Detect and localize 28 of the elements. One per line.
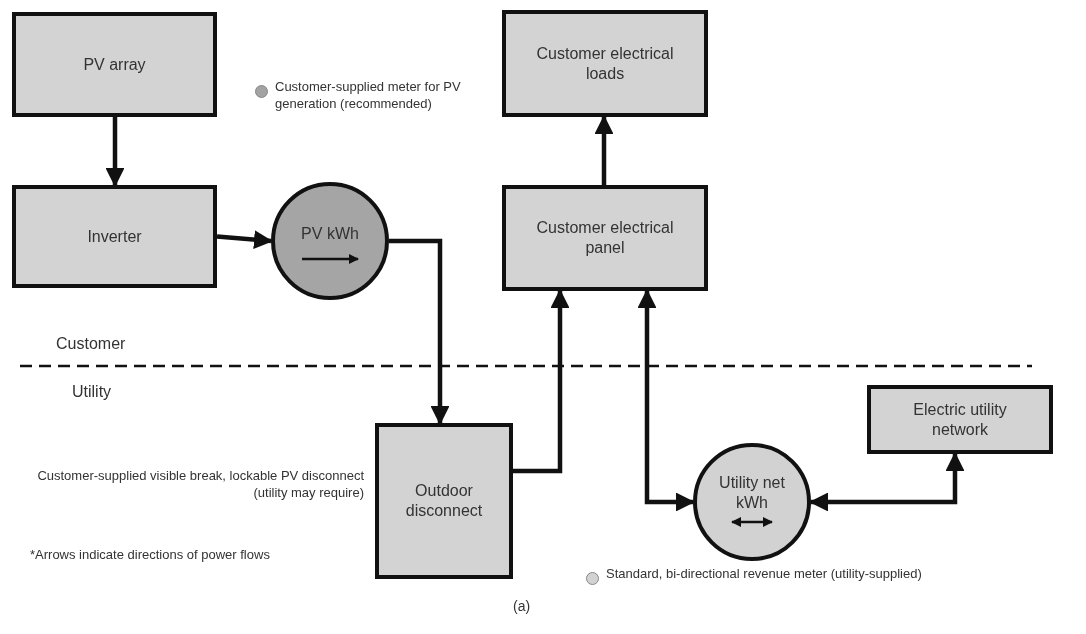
node-label: Electric utility network [912, 399, 1008, 440]
node-label: PV array [83, 54, 146, 75]
arrow [594, 115, 614, 185]
legend-text: Standard, bi-directional revenue meter (utility-supplied) [606, 566, 923, 583]
caption: (a) [513, 598, 531, 614]
arrow [513, 289, 570, 474]
node-label: Outdoor disconnect [404, 481, 484, 521]
process-box [502, 10, 708, 117]
node-label: Inverter [87, 226, 142, 247]
arrow [809, 452, 965, 512]
arrow [216, 230, 273, 249]
note-text: *Arrows indicate directions of power flows [30, 547, 270, 562]
process-box [12, 185, 217, 288]
process-box [375, 423, 513, 579]
node-label: Customer electrical loads [535, 43, 675, 84]
arrow [105, 117, 125, 187]
process-box [867, 385, 1053, 454]
zone-label: Utility [72, 383, 112, 401]
process-box [12, 12, 217, 117]
node-label: Customer electrical panel [535, 218, 675, 258]
zone-label: Customer [56, 335, 126, 353]
arrow [637, 289, 695, 512]
node-label: PV kWh [301, 224, 359, 244]
node-label: Utility net kWh [718, 473, 786, 513]
arrow [389, 238, 450, 425]
process-box [502, 185, 708, 291]
note-text: Customer-supplied visible break, lockable PV disconnect (utility may require) [36, 468, 364, 502]
legend-text: Customer-supplied meter for PV generation (recommended) [275, 79, 462, 113]
